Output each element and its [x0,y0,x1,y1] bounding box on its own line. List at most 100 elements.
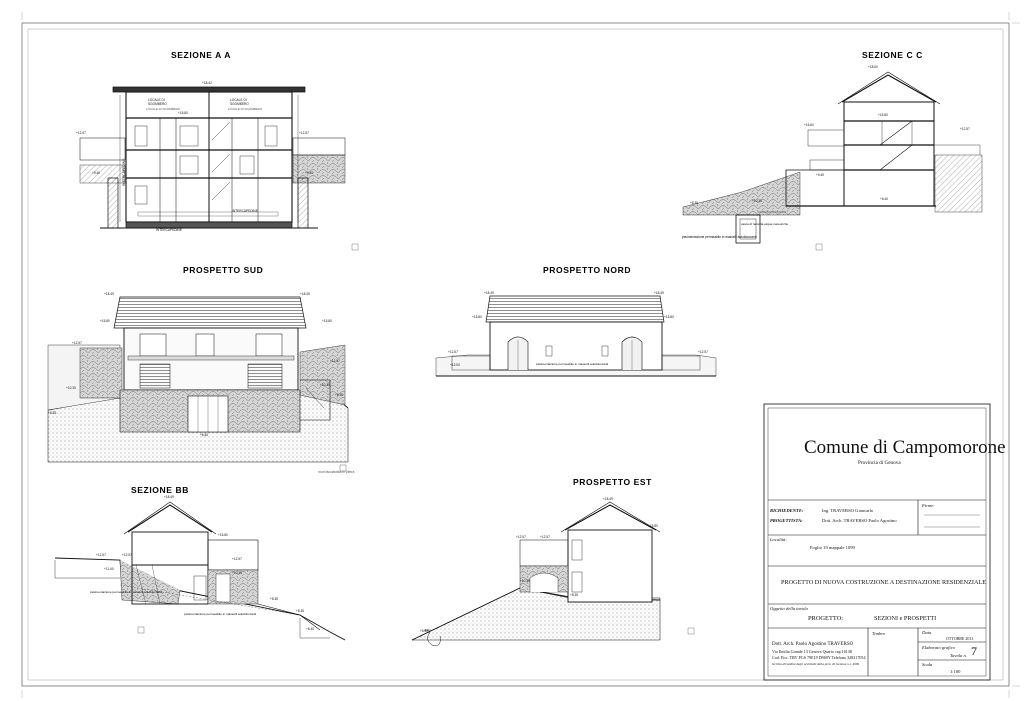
prospetto-sud-title: PROSPETTO SUD [183,265,263,275]
inner-border [27,28,1004,681]
svg-text:+12.57: +12.57 [96,553,106,557]
svg-text:+8.35: +8.35 [296,609,304,613]
pav-note-nord: pavimentazione permeabile in masselli au… [536,362,609,366]
progettista-label: PROGETTISTA: [770,518,803,523]
studio-line-2: Via Emilia Grande 13 Genova Quarto cap 1… [772,649,852,654]
svg-text:+9.40: +9.40 [816,173,824,177]
firme-label: Firme: [922,503,935,508]
pav-note-bb-2: pavimentazione permeabile in masselli au… [184,612,257,616]
richiedente-label: RICHIEDENTE: [770,508,804,513]
registration-marks [21,12,1020,698]
pav-note-bb-1: pavimentazione permeabile in masselli au… [90,590,163,594]
vasca-note: vasca di raccolta acque meteoriche [741,222,788,226]
progetto-label: PROGETTO: [808,615,844,622]
prospetto-sud-drawing [47,296,349,463]
svg-text:+6.40: +6.40 [880,197,888,201]
svg-text:+9.40: +9.40 [305,171,313,175]
title-block-frame [763,403,991,681]
progettista-value: Dott. Arch. TRAVERSO Paolo Agostino [822,518,897,523]
svg-text:+15.80: +15.80 [878,113,888,117]
svg-text:+10.35: +10.35 [320,383,330,387]
studio-line-4: iscritto all'ordine degli architetti del… [772,662,860,666]
svg-text:+8.35: +8.35 [570,593,578,597]
svg-text:+12.57: +12.57 [448,350,458,354]
svg-text:+6.40: +6.40 [420,629,428,633]
localita-label: Località: [770,537,787,542]
drain-note: drain [424,628,431,632]
tavola-value: 7 [971,644,977,658]
room-label-b: LOCALE DI SGOMBERO [228,107,263,111]
svg-text:+15.80: +15.80 [648,524,658,528]
svg-text:SGOMBERO: SGOMBERO [148,102,167,106]
svg-text:INTERCAPEDINE: INTERCAPEDINE [156,228,182,232]
svg-text:+10.35: +10.35 [232,571,242,575]
outer-border [21,22,1010,687]
svg-text:+12.57: +12.57 [299,131,309,135]
svg-text:+12.57: +12.57 [122,553,132,557]
svg-text:+9.40: +9.40 [92,171,100,175]
oggetto-label: Oggetto della tavola [770,606,808,611]
richiedente-value: Ing. TRAVERSO Giancarlo [822,508,874,513]
provincia-text: Provincia di Genova [858,460,901,466]
svg-text:+12.00: +12.00 [450,363,460,367]
svg-text:+12.57: +12.57 [960,127,970,131]
svg-text:+12.57: +12.57 [540,535,550,539]
elaborato-label: Elaborato grafico [922,645,956,650]
svg-text:+11.40: +11.40 [104,567,114,571]
prospetto-est-texts: +18.49 +15.80 +12.57 +12.57 +10.35 +8.35… [420,497,658,633]
svg-text:+18.49: +18.49 [164,495,174,499]
section-aa-title: SEZIONE A A [171,50,231,60]
room-label-a: LOCALE DI SGOMBERO [146,107,181,111]
svg-text:+8.35: +8.35 [48,411,56,415]
data-value: OTTOBRE 2013 [946,636,974,641]
progetto-value: SEZIONI e PROSPETTI [874,615,937,622]
svg-text:+10.35: +10.35 [66,386,76,390]
svg-text:+12.57: +12.57 [698,350,708,354]
tavola-label: Tavola n. [950,653,967,658]
svg-text:+15.80: +15.80 [178,111,188,115]
section-aa-texts: +18.42 LOCALE DI SGOMBERO LOCALE DI SGOM… [76,81,313,232]
svg-text:+18.49: +18.49 [654,291,664,295]
prospetto-est-drawing [411,501,661,646]
progetto-title: PROGETTO DI NUOVA COSTRUZIONE A DESTINAZ… [781,579,986,586]
prospetto-nord-title: PROSPETTO NORD [543,265,631,275]
section-bb-drawing [54,501,346,641]
section-cc-texts: +18.60 +15.80 +15.60 +12.57 +9.40 +6.40 … [690,65,970,205]
localita-value: Foglio 19 mappale 1099 [810,545,855,550]
svg-text:+18.49: +18.49 [484,291,494,295]
svg-text:+12.57: +12.57 [76,131,86,135]
svg-text:+10.35: +10.35 [752,199,762,203]
svg-text:+10.35: +10.35 [520,579,530,583]
svg-text:+12.57: +12.57 [232,557,242,561]
intercapedine-label: INTERCAPEDINE [122,158,126,186]
section-bb-texts: +18.49 +15.80 +12.57 +12.57 +12.57 +10.3… [96,495,314,631]
studio-line-1: Dott. Arch. Paolo Agostino TRAVERSO [772,642,854,647]
studio-line-3: Cod. Fisc. TRV PGS 79E19 D969Y Telefono … [772,655,866,660]
svg-text:SGOMBERO: SGOMBERO [230,102,249,106]
svg-text:LOCALE DI: LOCALE DI [230,98,247,102]
prospetto-nord-texts: +18.49 +18.49 +15.80 +15.80 +12.57 +12.5… [448,291,708,367]
svg-text:+15.80: +15.80 [322,319,332,323]
svg-text:LOCALE DI: LOCALE DI [148,98,165,102]
section-cc-title: SEZIONE C C [862,50,923,60]
svg-text:+8.35: +8.35 [690,201,698,205]
section-bb-title: SEZIONE BB [131,485,189,495]
svg-text:+12.57: +12.57 [72,341,82,345]
section-cc-drawing [682,71,983,244]
svg-text:+15.80: +15.80 [100,319,110,323]
scala-label: Scala [922,662,933,667]
scala-value: 1:100 [950,669,961,674]
svg-text:+6.40: +6.40 [306,627,314,631]
svg-text:+6.40: +6.40 [200,433,208,437]
prospetto-nord-drawing [435,295,717,377]
svg-text:+8.35: +8.35 [270,597,278,601]
timbro-label: Timbro [872,631,886,636]
svg-text:+18.49: +18.49 [300,292,310,296]
svg-text:+18.49: +18.49 [104,292,114,296]
svg-text:+18.42: +18.42 [202,81,212,85]
svg-text:+18.60: +18.60 [868,65,878,69]
svg-text:+12.57: +12.57 [330,359,340,363]
prospetto-est-title: PROSPETTO EST [573,477,652,487]
svg-text:+8.35: +8.35 [335,393,343,397]
